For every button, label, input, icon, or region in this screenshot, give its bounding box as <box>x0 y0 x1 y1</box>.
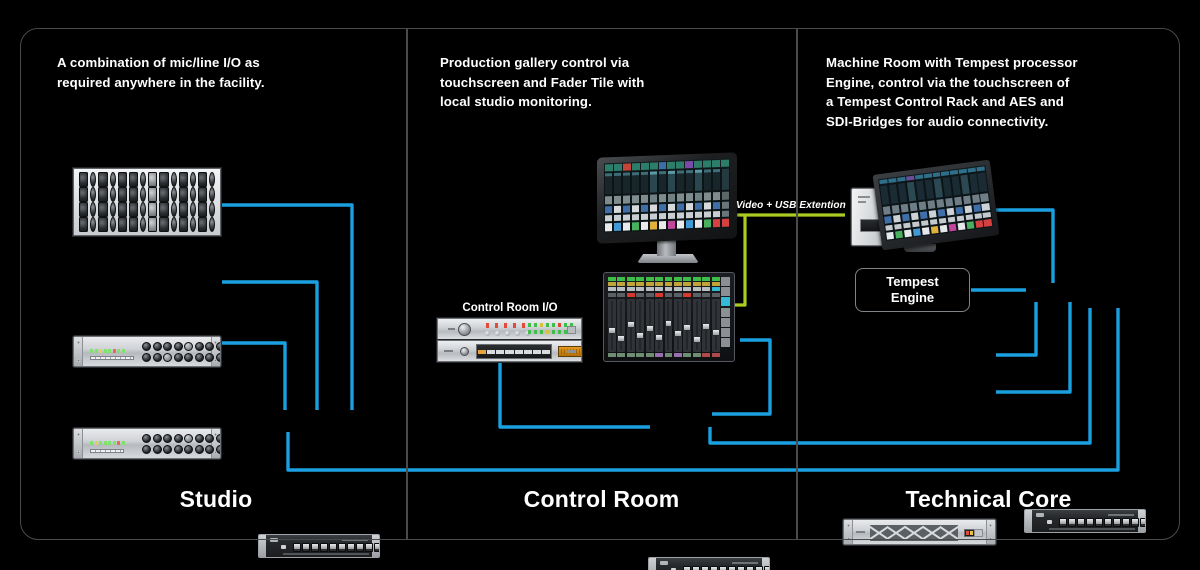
fader-tile-master-column[interactable] <box>721 277 731 357</box>
fader-channel-strip[interactable] <box>655 277 664 357</box>
rack-io-unit-1 <box>73 336 221 367</box>
fader-channel-strip[interactable] <box>636 277 645 357</box>
xlr-row <box>79 202 215 217</box>
panel-divider-1 <box>406 28 408 540</box>
cable-crio-to-switch <box>498 363 650 429</box>
switch-brand-mark <box>660 561 668 565</box>
tempest-engine-line2: Engine <box>890 290 935 305</box>
fader-tile[interactable] <box>603 272 735 362</box>
cable-aes-to-switch <box>996 302 1038 357</box>
cable-sdi-to-switch <box>996 302 1072 394</box>
technical-core-network-switch <box>1024 509 1146 533</box>
studio-description: A combination of mic/line I/O as require… <box>57 55 265 90</box>
technical-core-title: Technical Core <box>905 486 1072 512</box>
fader-channel-strip[interactable] <box>626 277 635 357</box>
cable-video-usb-to-fadertile <box>735 215 747 307</box>
monitor-bezel <box>597 152 737 244</box>
aes-bridge-unit <box>843 519 996 545</box>
studio-network-switch <box>258 534 380 558</box>
switch-brand-mark <box>270 538 278 542</box>
fader-channel-strip[interactable] <box>702 277 711 357</box>
rack-io-unit-2 <box>73 428 221 459</box>
fader-channel-strip[interactable] <box>683 277 692 357</box>
control-room-network-switch <box>648 557 770 570</box>
control-room-io-unit <box>437 318 582 362</box>
tempest-engine-line1: Tempest <box>886 274 939 289</box>
mixer-ui-screen[interactable] <box>604 158 730 233</box>
cable-ctrlrack-to-switch <box>996 208 1055 283</box>
fader-channel-strip[interactable] <box>664 277 673 357</box>
switch-brand-mark <box>1036 513 1044 517</box>
control-room-title: Control Room <box>523 486 680 512</box>
fader-channel-strip[interactable] <box>692 277 701 357</box>
crio-lower-panel <box>437 340 582 362</box>
technical-core-description: Machine Room with Tempest processor Engi… <box>826 55 1078 129</box>
control-room-io-label: Control Room I/O <box>462 302 558 314</box>
xlr-patch-panel <box>73 168 221 236</box>
fader-channel-strip[interactable] <box>617 277 626 357</box>
xlr-row <box>79 172 215 187</box>
cable-cr-switch-to-core <box>708 308 1092 445</box>
fader-channel-strip[interactable] <box>673 277 682 357</box>
monitor-stand-neck <box>657 237 676 256</box>
panel-divider-2 <box>796 28 798 540</box>
cable-rack1-to-switch <box>222 280 319 410</box>
fader-channel-strip[interactable] <box>645 277 654 357</box>
crio-upper-panel <box>437 318 582 340</box>
cable-studio-switch-to-core <box>286 308 1120 472</box>
tempest-engine-box: Tempest Engine <box>855 268 970 312</box>
monitor-stand-base <box>637 254 699 263</box>
fader-channel-strip[interactable] <box>608 277 616 357</box>
xlr-row <box>79 187 215 202</box>
studio-title: Studio <box>179 486 253 512</box>
tempest-control-touchscreen[interactable] <box>872 159 1000 251</box>
xlr-row <box>79 217 215 232</box>
tempest-mixer-ui[interactable] <box>878 165 994 241</box>
video-usb-extension-label: Video + USB Extention <box>736 200 846 211</box>
fader-channel-strip[interactable] <box>711 277 720 357</box>
cable-rack2-to-switch <box>222 341 287 410</box>
touchscreen-monitor[interactable] <box>597 152 737 263</box>
cable-fadertile-to-switch <box>712 338 772 416</box>
touchscreen-foot <box>904 244 936 252</box>
cable-xlr-panel-to-switch <box>222 203 354 410</box>
control-room-description: Production gallery control via touchscre… <box>440 55 645 109</box>
